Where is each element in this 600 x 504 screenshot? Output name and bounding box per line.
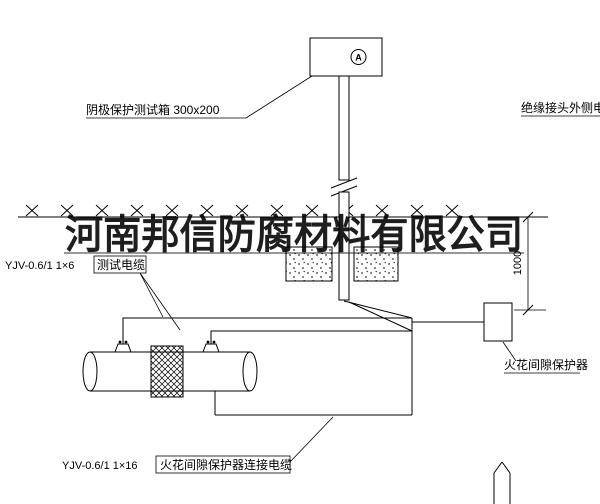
label-test-box-text: 阴极保护测试箱 300x200 (86, 102, 220, 117)
watermark-text: 河南邦信防腐材料有限公司 (65, 213, 523, 257)
cathodic-test-box: A (309, 37, 383, 77)
insulating-joint (150, 345, 184, 398)
pipe-end-right (242, 351, 258, 392)
dimension-text: 1000 (512, 251, 524, 275)
label-test-cable: YJV-0.6/1 1×6 测试电缆 (5, 255, 181, 331)
label-test-cable-name: 测试电缆 (97, 257, 145, 272)
test-cable-runs (122, 300, 413, 344)
ammeter-symbol (350, 49, 367, 65)
dimension-1000: 1000 (512, 211, 546, 316)
conduit (330, 75, 358, 301)
label-insulated-joint-cable: 绝缘接头外侧电缆 (521, 100, 600, 117)
pipe-end-left (82, 351, 98, 392)
watermark: 河南邦信防腐材料有限公司 (64, 213, 524, 257)
label-spark-gap: 火花间隙保护器 (502, 341, 588, 374)
conduit-below-ground (338, 191, 350, 301)
ammeter-letter: A (355, 53, 362, 63)
label-spark-gap-text: 火花间隙保护器 (504, 357, 588, 372)
label-test-cable-spec: YJV-0.6/1 1×6 (5, 260, 74, 272)
label-test-box: 阴极保护测试箱 300x200 (86, 75, 313, 119)
spark-gap-cable-run (214, 318, 484, 416)
cable-lug-left (114, 340, 132, 353)
label-bottom-cable-spec: YJV-0.6/1 1×16 (62, 460, 138, 472)
riser-break-symbol (493, 461, 511, 504)
conduit-above-ground (338, 75, 350, 181)
spark-gap-protector-box (483, 302, 513, 342)
label-insulated-joint-cable-text: 绝缘接头外侧电缆 (521, 100, 600, 115)
label-bottom-cable: YJV-0.6/1 1×16 火花间隙保护器连接电缆 (62, 416, 334, 474)
label-bottom-cable-name: 火花间隙保护器连接电缆 (160, 457, 292, 472)
pipeline (82, 340, 258, 398)
cable-lug-right (202, 340, 220, 353)
